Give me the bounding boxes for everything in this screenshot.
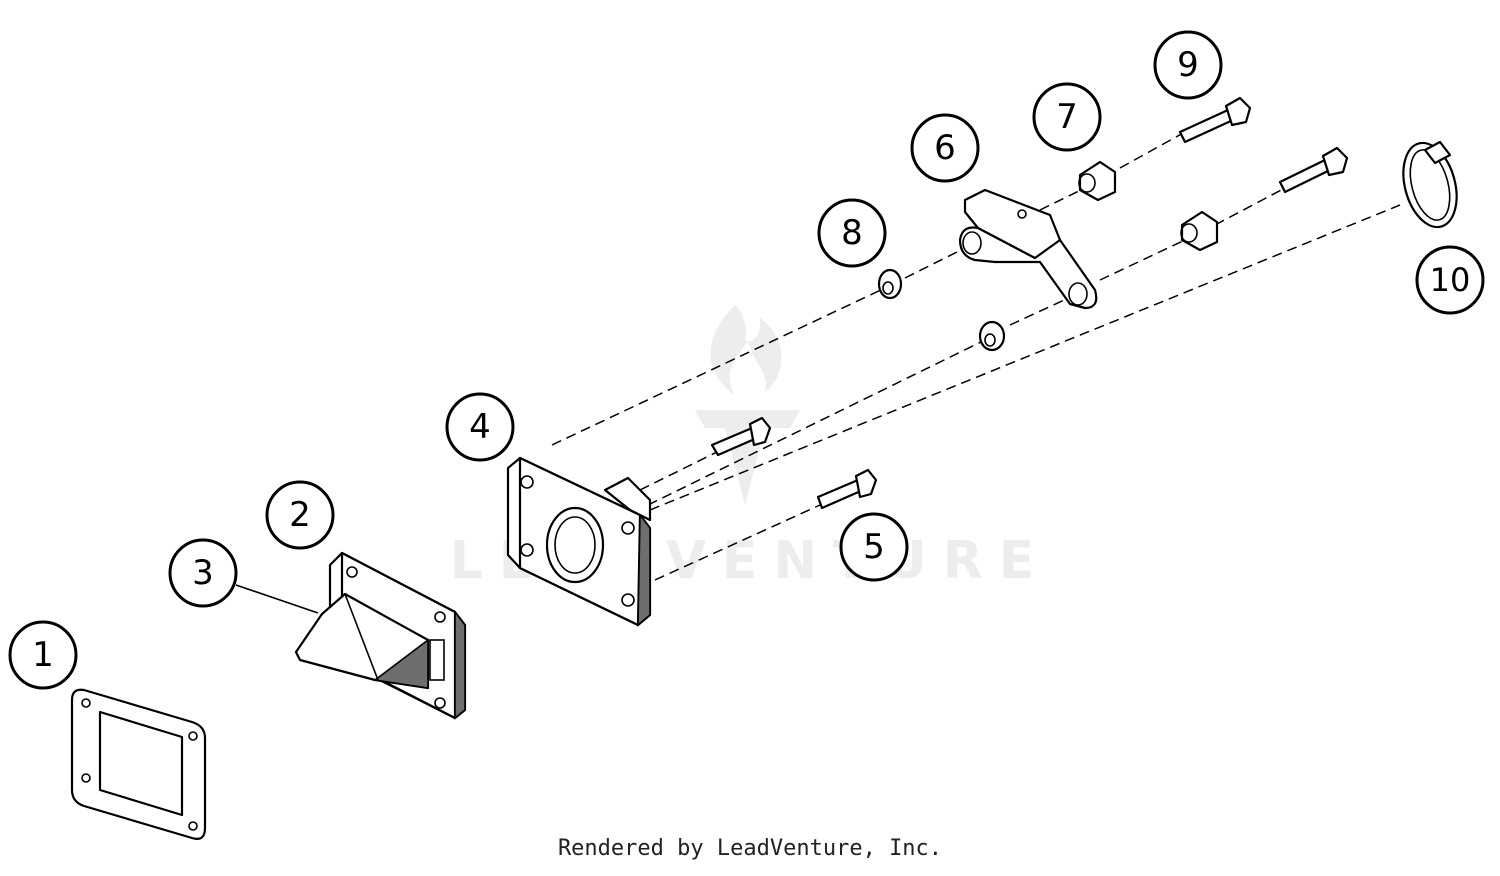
part-1-gasket [70,688,207,840]
callout-3-label: 3 [192,553,214,593]
callout-8-label: 8 [841,213,863,253]
callout-9-label: 9 [1177,45,1199,85]
callout-2-label: 2 [289,495,311,535]
callout-9: 9 [1153,30,1223,100]
watermark-chevron-icon [695,410,800,505]
assembly-lines [551,131,1401,581]
callout-1: 1 [8,620,78,690]
callout-10-label: 10 [1430,261,1471,299]
callout-3: 3 [168,538,238,608]
part-4-intake-manifold [506,456,652,627]
callout-2: 2 [265,480,335,550]
watermark-flame-icon [710,305,782,395]
part-6-bracket [958,188,1098,310]
part-8-washers [877,268,1006,352]
callout-6: 6 [910,113,980,183]
callout-5: 5 [839,512,909,582]
part-7-grommets [1078,160,1219,252]
callout-6-label: 6 [934,128,956,168]
part-9-bolts [1178,96,1349,194]
callout-7: 7 [1032,82,1102,152]
callout-8: 8 [817,198,887,268]
part-10-clamp [1402,140,1458,229]
callout-4-label: 4 [469,407,491,447]
callout-7-label: 7 [1056,97,1078,137]
footer-credit: Rendered by LeadVenture, Inc. [557,836,943,861]
callout-10: 10 [1415,245,1485,315]
callout-1-label: 1 [32,635,54,675]
callout-5-label: 5 [863,527,885,567]
leader-3 [235,584,319,614]
part-2-reed-valve [294,551,467,720]
callout-4: 4 [445,392,515,462]
part-5-bolts [710,416,878,510]
